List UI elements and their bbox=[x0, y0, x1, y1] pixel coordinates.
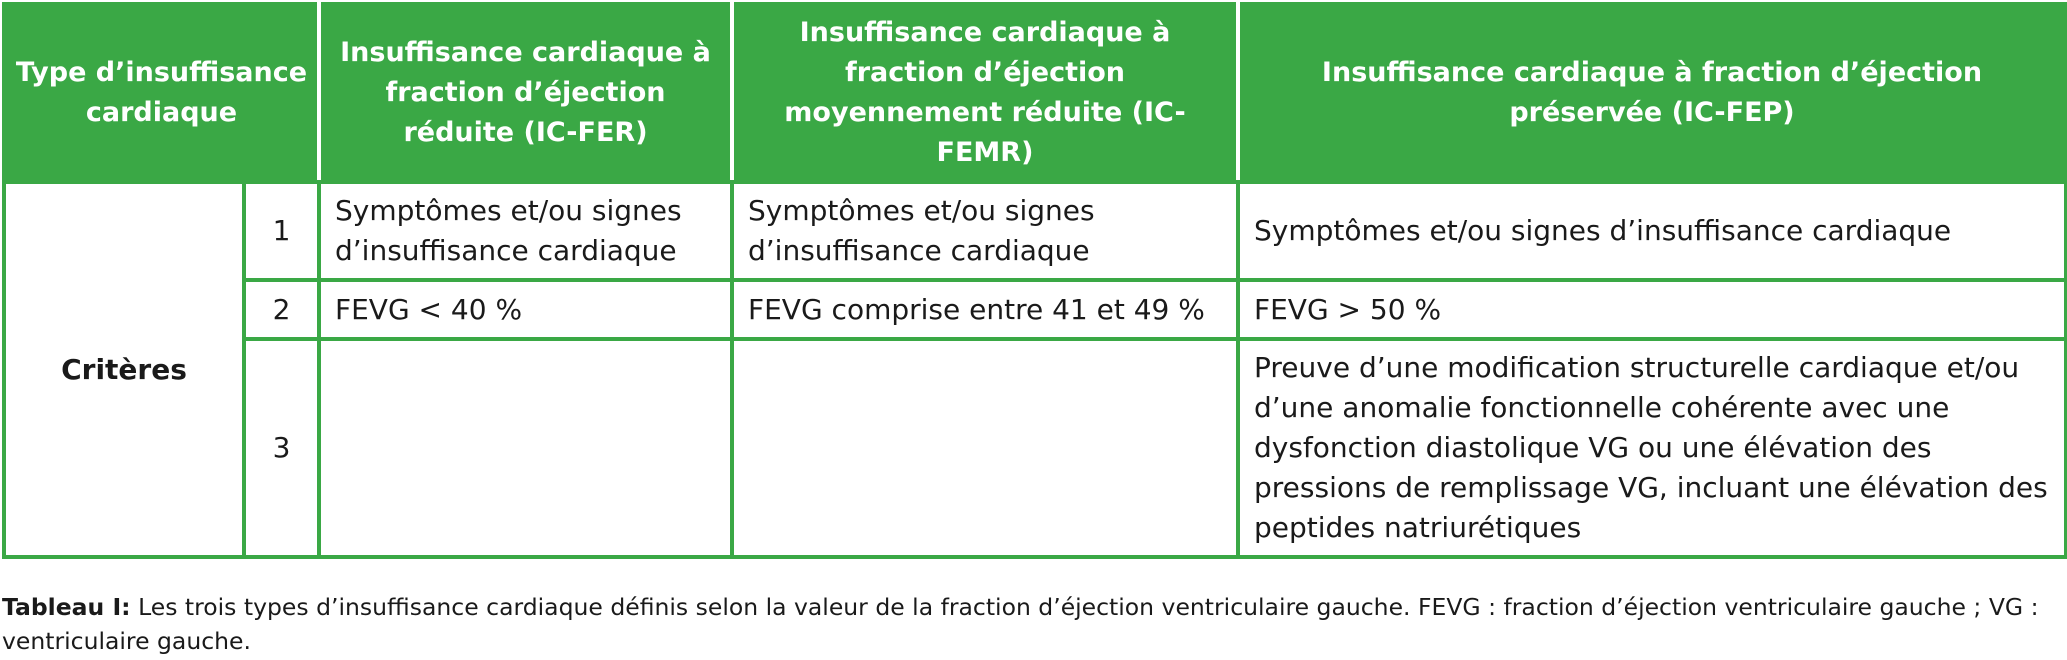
caption-label: Tableau I: bbox=[2, 593, 131, 621]
cell-ic-femr: FEVG comprise entre 41 et 49 % bbox=[730, 278, 1240, 341]
header-ic-femr: Insuffisance cardiaque à fraction d’éjec… bbox=[730, 2, 1240, 184]
table-caption: Tableau I: Les trois types d’insuffisanc… bbox=[2, 590, 2062, 658]
header-type: Type d’insuffisance cardiaque bbox=[2, 2, 321, 184]
caption-text: Les trois types d’insuffisance cardiaque… bbox=[2, 593, 2039, 655]
criteria-label: Critères bbox=[2, 180, 246, 559]
cell-ic-femr bbox=[730, 337, 1240, 559]
table-row: Critères 1 Symptômes et/ou signes d’insu… bbox=[2, 180, 2067, 559]
cell-ic-fer: FEVG < 40 % bbox=[317, 278, 734, 341]
cell-ic-fep: Preuve d’une modification structurelle c… bbox=[1236, 337, 2067, 559]
header-row: Type d’insuffisance cardiaque Insuffisan… bbox=[2, 2, 2067, 184]
heart-failure-table: Type d’insuffisance cardiaque Insuffisan… bbox=[2, 2, 2067, 559]
table-row: 2 FEVG < 40 % FEVG comprise entre 41 et … bbox=[4, 278, 2067, 341]
cell-ic-fer: Symptômes et/ou signes d’insuffisance ca… bbox=[317, 180, 734, 282]
header-ic-fer: Insuffisance cardiaque à fraction d’éjec… bbox=[317, 2, 734, 184]
header-ic-fep: Insuffisance cardiaque à fraction d’éjec… bbox=[1236, 2, 2067, 184]
cell-ic-femr: Symptômes et/ou signes d’insuffisance ca… bbox=[730, 180, 1240, 282]
row-number: 3 bbox=[242, 337, 321, 559]
cell-ic-fep: FEVG > 50 % bbox=[1236, 278, 2067, 341]
cell-ic-fep: Symptômes et/ou signes d’insuffisance ca… bbox=[1236, 180, 2067, 282]
table-row: 3 Preuve d’une modification structurelle… bbox=[4, 337, 2067, 559]
cell-ic-fer bbox=[317, 337, 734, 559]
row-number: 2 bbox=[242, 278, 321, 341]
row-number: 1 bbox=[242, 180, 321, 282]
